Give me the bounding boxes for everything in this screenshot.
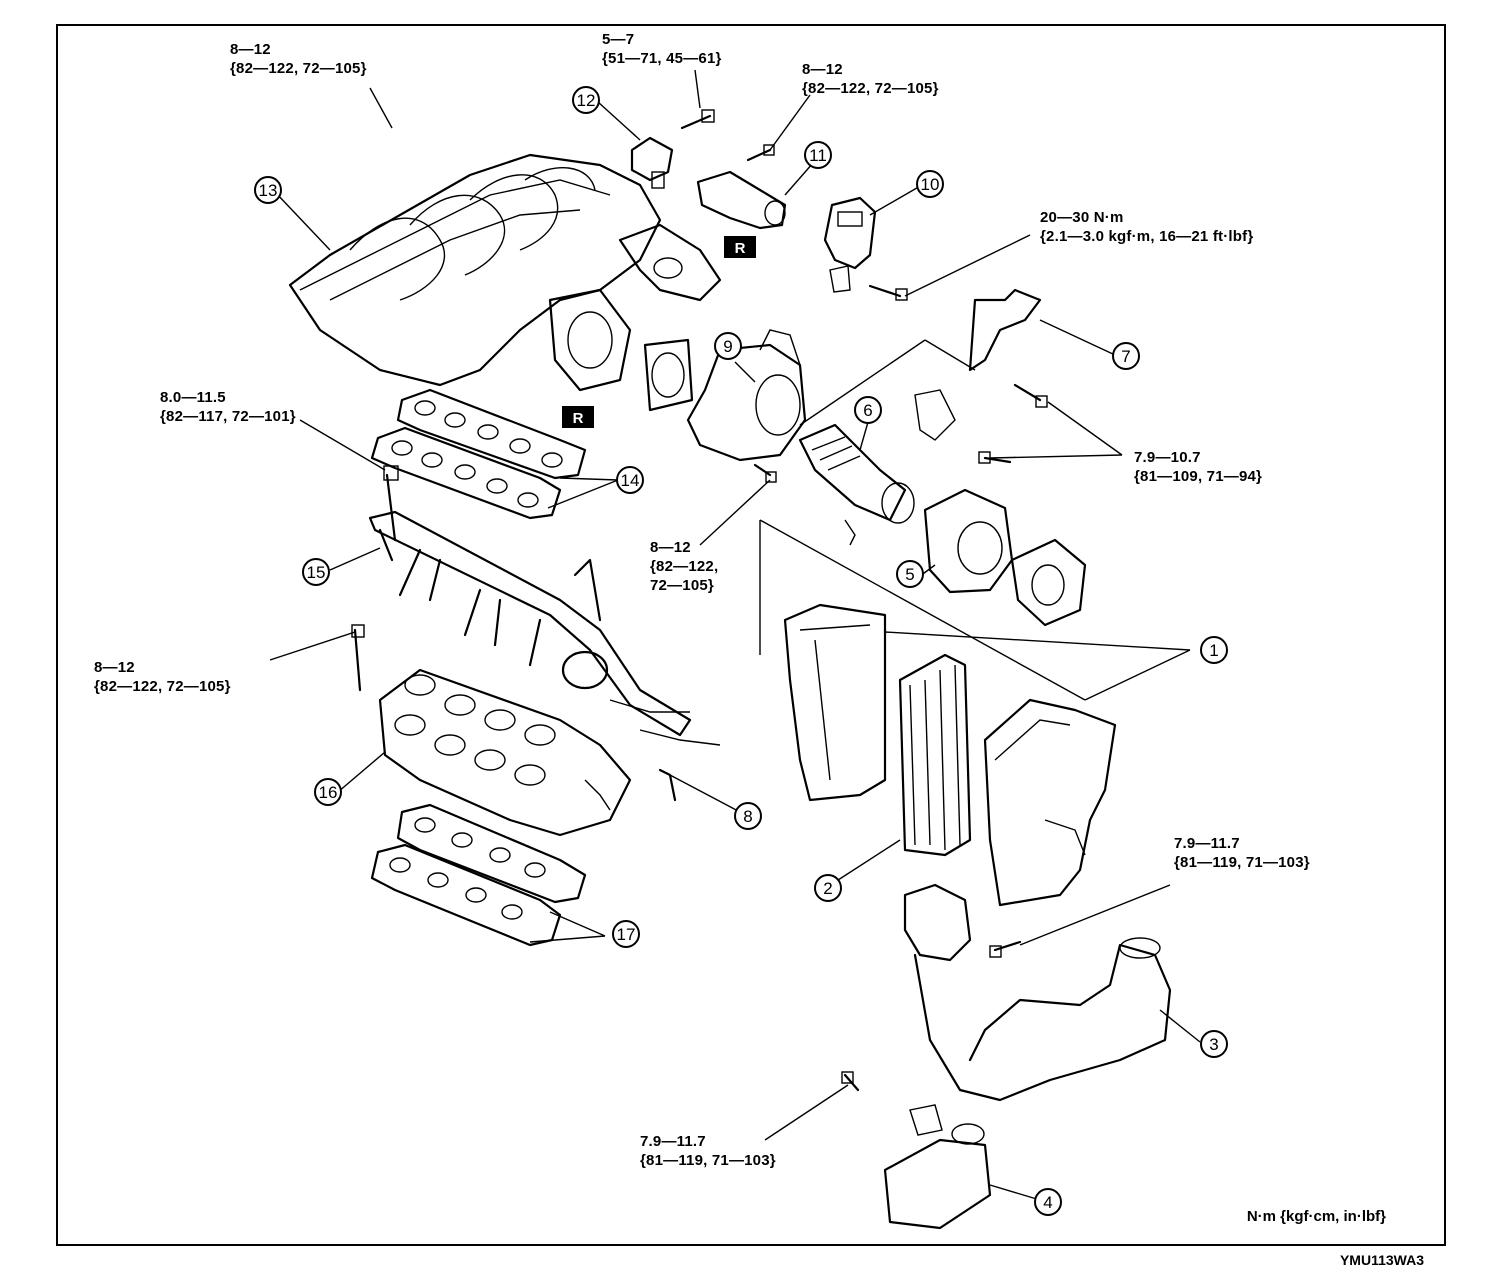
svg-text:10: 10 <box>921 175 940 194</box>
svg-text:17: 17 <box>617 925 636 944</box>
callout-15: 15 <box>302 558 330 586</box>
svg-text:16: 16 <box>319 783 338 802</box>
callout-8: 8 <box>734 802 762 830</box>
svg-text:7: 7 <box>1121 347 1130 366</box>
torque-spec: 20—30 N·m{2.1—3.0 kgf·m, 16—21 ft·lbf} <box>1040 209 1254 245</box>
svg-text:4: 4 <box>1043 1193 1052 1212</box>
callout-1: 1 <box>1200 636 1228 664</box>
callout-12: 12 <box>572 86 600 114</box>
intake-gaskets-lower <box>370 803 587 947</box>
callout-7: 7 <box>1112 342 1140 370</box>
svg-text:9: 9 <box>723 337 732 356</box>
air-duct <box>798 389 956 546</box>
svg-text:8: 8 <box>743 807 752 826</box>
svg-text:1: 1 <box>1209 641 1218 660</box>
callout-4: 4 <box>1034 1188 1062 1216</box>
sensor-bracket <box>630 109 715 189</box>
torque-spec: 8—12{82—122, 72—105} <box>94 659 231 695</box>
intake-gaskets-upper <box>370 388 587 520</box>
fuel-rail <box>368 465 692 737</box>
svg-text:6: 6 <box>863 401 872 420</box>
diagram-frame <box>56 24 1446 1246</box>
bracket <box>968 288 1048 464</box>
svg-text:2: 2 <box>823 879 832 898</box>
torque-spec: 7.9—10.7{81—109, 71—94} <box>1134 449 1263 485</box>
callout-13: 13 <box>254 176 282 204</box>
air-cleaner-case <box>783 603 1117 907</box>
torque-spec: 5—7{51—71, 45—61} <box>602 31 722 67</box>
callout-17: 17 <box>612 920 640 948</box>
svg-text:12: 12 <box>577 91 596 110</box>
air-flow-meter <box>923 488 1087 627</box>
torque-spec: 7.9—11.7{81—119, 71—103} <box>1174 835 1310 871</box>
callout-5: 5 <box>896 560 924 588</box>
replace-mark: R <box>724 236 756 258</box>
callout-11: 11 <box>804 141 832 169</box>
resonator <box>841 1071 992 1230</box>
units-note: N·m {kgf·cm, in·lbf} <box>1246 1208 1386 1225</box>
svg-text:R: R <box>735 240 746 257</box>
svg-text:13: 13 <box>259 181 278 200</box>
callout-3: 3 <box>1200 1030 1228 1058</box>
torque-spec: 7.9—11.7{81—119, 71—103} <box>640 1133 776 1169</box>
torque-spec: 8—12{82—122,72—105} <box>650 539 719 594</box>
callout-16: 16 <box>314 778 342 806</box>
air-filter-element <box>898 653 972 857</box>
svg-text:R: R <box>573 410 584 427</box>
svg-text:5: 5 <box>905 565 914 584</box>
callout-6: 6 <box>854 396 882 424</box>
throttle-gasket <box>643 338 694 412</box>
intake-plenum <box>288 153 722 392</box>
torque-spec: 8—12{82—122, 72—105} <box>230 41 367 77</box>
callout-9: 9 <box>714 332 742 360</box>
svg-text:14: 14 <box>621 471 640 490</box>
callout-2: 2 <box>814 874 842 902</box>
callout-14: 14 <box>616 466 644 494</box>
replace-mark: R <box>562 406 594 428</box>
svg-text:11: 11 <box>809 146 827 165</box>
torque-spec: 8.0—11.5{82—117, 72—101} <box>160 389 296 425</box>
svg-text:15: 15 <box>307 563 326 582</box>
lower-intake-manifold <box>351 624 632 837</box>
throttle-body <box>686 329 807 483</box>
svg-text:3: 3 <box>1209 1035 1218 1054</box>
iac-valve <box>823 196 908 301</box>
air-hose <box>903 883 1172 1102</box>
figure-code: YMU113WA3 <box>1339 1252 1424 1268</box>
torque-spec: 8—12{82—122, 72—105} <box>802 61 939 97</box>
callout-10: 10 <box>916 170 944 198</box>
water-outlet <box>696 144 787 230</box>
